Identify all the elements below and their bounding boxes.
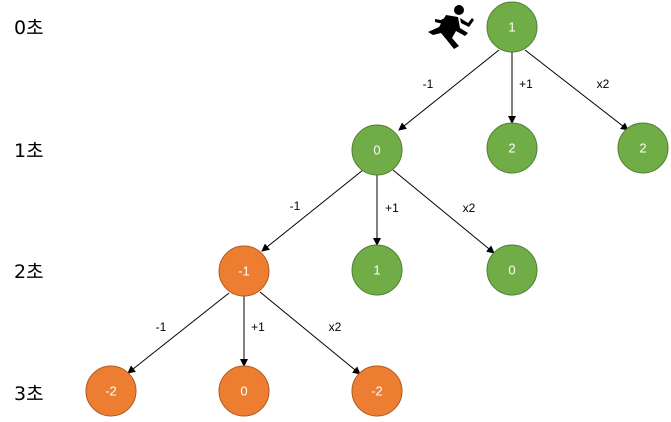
node-l3-2-label: -2 xyxy=(371,384,383,399)
node-l1-0: 0 xyxy=(351,124,403,176)
node-l3-0-label: -2 xyxy=(105,384,117,399)
node-l1-1: 2 xyxy=(486,122,538,174)
edge-root-to-l1-2 xyxy=(524,49,629,131)
time-label-2: 2초 xyxy=(14,261,44,283)
node-l3-2: -2 xyxy=(351,365,403,417)
op-label-l3-0: -1 xyxy=(156,320,167,334)
op-label-l2-0: -1 xyxy=(290,199,301,213)
edge-l1-to-l2-2 xyxy=(392,169,495,254)
op-label-l3-2: x2 xyxy=(329,320,342,334)
node-l3-1-label: 0 xyxy=(240,384,247,399)
node-root: 1 xyxy=(486,1,538,53)
time-label-0: 0초 xyxy=(14,17,44,39)
op-label-l1-1: +1 xyxy=(519,77,533,91)
node-l1-2-label: 2 xyxy=(639,141,646,156)
op-label-l2-1: +1 xyxy=(385,201,399,215)
op-label-l1-0: -1 xyxy=(423,77,434,91)
edge-l2-to-l3-0 xyxy=(127,292,230,374)
time-label-3: 3초 xyxy=(14,383,44,405)
node-l1-0-label: 0 xyxy=(373,143,380,158)
node-l3-1: 0 xyxy=(218,365,270,417)
node-l1-2: 2 xyxy=(617,122,669,174)
edge-root-to-l1-0 xyxy=(398,49,500,131)
node-root-label: 1 xyxy=(508,20,515,35)
node-l2-1: 1 xyxy=(351,244,403,296)
node-l2-0-label: -1 xyxy=(238,264,250,279)
edge-l2-to-l3-2 xyxy=(259,291,361,375)
op-label-l3-1: +1 xyxy=(251,320,265,334)
node-l2-0: -1 xyxy=(218,245,270,297)
node-l3-0: -2 xyxy=(85,365,137,417)
edge-l1-to-l2-0 xyxy=(261,169,364,252)
node-l2-2-label: 0 xyxy=(508,263,515,278)
time-label-1: 1초 xyxy=(14,140,44,162)
node-l2-1-label: 1 xyxy=(373,263,380,278)
node-l2-2: 0 xyxy=(486,244,538,296)
node-l1-1-label: 2 xyxy=(508,141,515,156)
op-label-l1-2: x2 xyxy=(597,77,610,91)
op-label-l2-2: x2 xyxy=(463,201,476,215)
running-person-icon xyxy=(428,5,474,49)
